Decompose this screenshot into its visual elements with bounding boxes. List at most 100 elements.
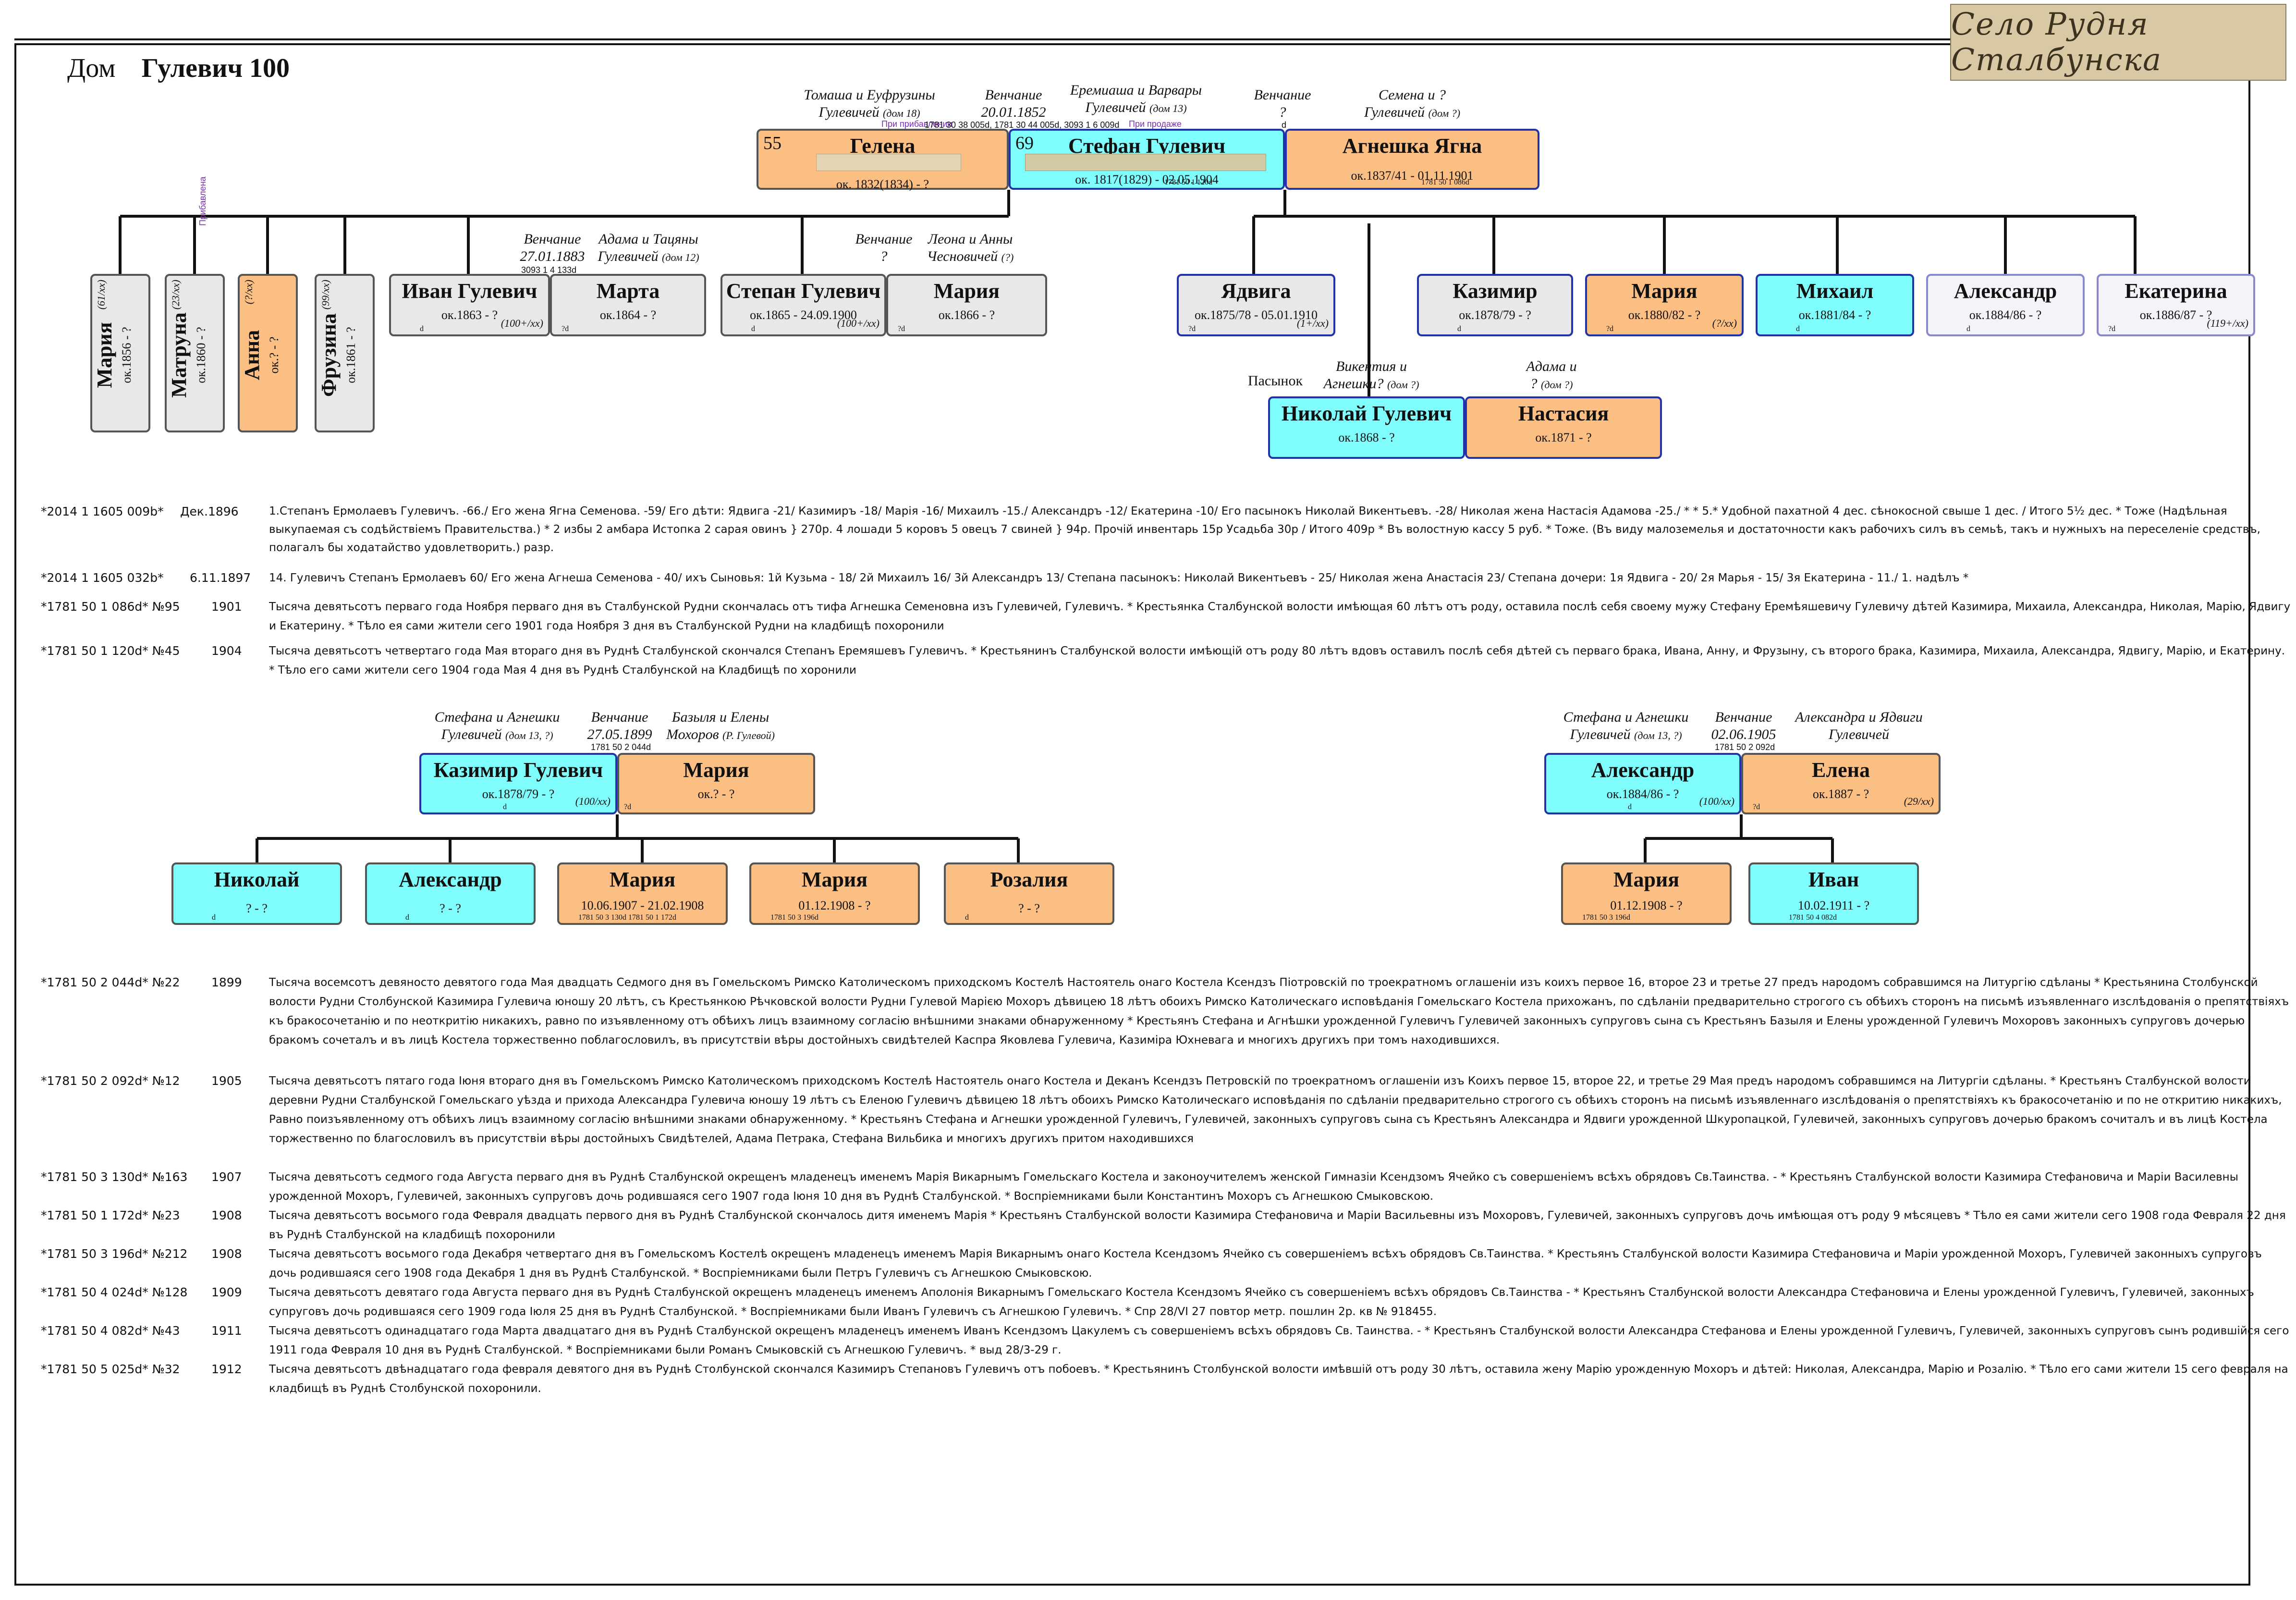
- caption-line: ?: [1530, 376, 1538, 392]
- person-stepan[interactable]: Степан Гулевич ок.1865 - 24.09.1900 (100…: [721, 274, 886, 336]
- person-ref: 1781 50 3 196d: [1582, 913, 1630, 922]
- person-k-rozaliya[interactable]: Розалия ? - ? d: [944, 862, 1114, 925]
- person-anna[interactable]: Анна ок.? - ? (?/xx): [238, 274, 298, 432]
- person-mariya-1866[interactable]: Мария ок.1866 - ? ?d: [886, 274, 1047, 336]
- person-dates: ок.1878/79 - ?: [1459, 308, 1531, 322]
- person-k-nikolay[interactable]: Николай ? - ? d: [171, 862, 342, 925]
- record-year: 1912: [211, 1362, 242, 1376]
- person-nastasia[interactable]: Настасия ок.1871 - ?: [1465, 396, 1662, 459]
- person-aleksandr[interactable]: Александр ок.1884/86 - ? d: [1926, 274, 2085, 336]
- record-code: *1781 50 2 044d* №22: [41, 975, 180, 989]
- record-year: 1909: [211, 1285, 242, 1299]
- person-dates: ок.1856 - ?: [120, 327, 134, 383]
- person-dates: ? - ?: [246, 901, 268, 915]
- caption-line: Гулевичей: [441, 726, 502, 742]
- person-dates: ? - ?: [1018, 901, 1040, 915]
- person-name: Розалия: [990, 868, 1068, 891]
- person-a-mariya[interactable]: Мария 01.12.1908 - ? 1781 50 3 196d: [1561, 862, 1732, 925]
- caption-date: 27.05.1899: [587, 726, 652, 742]
- person-dates: ок.1868 - ?: [1338, 431, 1395, 444]
- caption-ref: (дом 13, ?): [505, 729, 553, 741]
- caption-nastasia-parents: Адама и ? (дом ?): [1503, 358, 1600, 394]
- person-ref: d: [405, 913, 409, 922]
- person-ivan[interactable]: Иван Гулевич ок.1863 - ? (100+/xx) d: [389, 274, 550, 336]
- record-year: 1908: [211, 1247, 242, 1261]
- caption-line: Гулевичей (дом 12): [586, 248, 711, 266]
- person-name: Иван Гулевич: [402, 279, 537, 303]
- person-dates: ок.1866 - ?: [938, 308, 995, 322]
- person-ref: ?d: [624, 803, 632, 811]
- person-yadviga[interactable]: Ядвига ок.1875/78 - 05.01.1910 (1+/xx) ?…: [1177, 274, 1335, 336]
- person-ref: d: [1796, 325, 1800, 333]
- record-text: 14. Гулевичъ Степанъ Ермолаевъ 60/ Его ж…: [269, 572, 1969, 584]
- caption-ref: 1781 50 2 044d: [591, 742, 651, 752]
- caption-line: Гулевичей: [1828, 726, 1890, 742]
- person-ref: d: [1966, 325, 1970, 333]
- caption-aleksandr-wedding: Венчание 02.06.1905: [1691, 709, 1796, 743]
- record-code: *1781 50 3 196d* №212: [41, 1247, 188, 1261]
- person-stefan[interactable]: 69 Стефан Гулевич ок. 1817(1829) - 02.05…: [1009, 129, 1285, 190]
- person-aleksandr-gulevich[interactable]: Александр ок.1884/86 - ? (100/xx) d: [1544, 753, 1741, 814]
- caption-ref: 3093 1 4 133d: [521, 265, 577, 275]
- record-row: *1781 50 5 025d* №32 1912 Тысяча девятьс…: [41, 1360, 2288, 1398]
- person-k-mariya-1908[interactable]: Мария 01.12.1908 - ? 1781 50 3 196d: [749, 862, 920, 925]
- caption-mariya-k-parents: Базыля и Елены Мохоров (Р. Гулевой): [653, 709, 788, 744]
- person-dates: ок.1861 - ?: [344, 327, 358, 383]
- caption-line: Мохоров (Р. Гулевой): [653, 726, 788, 744]
- caption-elena-parents: Александра и Ядвиги Гулевичей: [1782, 709, 1936, 743]
- record-text: Тысяча восемсотъ девяносто девятого года…: [269, 976, 2289, 1046]
- person-mariya-1856[interactable]: Мария ок.1856 - ? (61/xx): [90, 274, 150, 432]
- record-row: *1781 50 3 130d* №163 1907 Тысяча девять…: [41, 1168, 2255, 1206]
- caption-line: Мохоров: [666, 726, 719, 742]
- record-code: *1781 50 4 082d* №43: [41, 1324, 180, 1338]
- caption-line: Гулевичей: [1085, 99, 1146, 115]
- person-age: (100/xx): [1699, 795, 1734, 807]
- person-agneshka[interactable]: Агнешка Ягна ок.1837/41 - 01.11.1901 178…: [1285, 129, 1539, 190]
- person-dates: ок. 1832(1834) - ?: [836, 177, 929, 191]
- person-mikhail[interactable]: Михаил ок.1881/84 - ? d: [1756, 274, 1914, 336]
- person-dates: 10.06.1907 - 21.02.1908: [581, 898, 704, 912]
- caption-wedding-1: Венчание 20.01.1852: [961, 86, 1066, 121]
- person-dates: ок.1887 - ?: [1812, 787, 1869, 801]
- caption-line: Гулевичей (дом 18): [797, 104, 941, 122]
- person-mariya-mokhor[interactable]: Мария ок.? - ? ?d: [617, 753, 815, 814]
- person-dates: 01.12.1908 - ?: [1610, 898, 1683, 912]
- person-mariya-1880[interactable]: Мария ок.1880/82 - ? (?/xx) ?d: [1585, 274, 1744, 336]
- person-elena[interactable]: Елена ок.1887 - ? (29/xx) ?d: [1741, 753, 1941, 814]
- caption-ref: (дом ?): [1541, 379, 1573, 391]
- record-code: *1781 50 2 092d* №12: [41, 1074, 180, 1088]
- person-name: Казимир Гулевич: [433, 758, 603, 782]
- person-ref: d: [751, 325, 755, 333]
- record-row: *1781 50 1 086d* №95 1901 Тысяча девятьс…: [41, 597, 2290, 636]
- person-matruna[interactable]: Матруна ок.1860 - ? (23/xx): [165, 274, 225, 432]
- caption-line: Гулевичей (дом 13, ?): [423, 726, 572, 744]
- signature-image: [816, 154, 961, 171]
- person-name: Мария: [683, 758, 749, 782]
- person-kazimir-gulevich[interactable]: Казимир Гулевич ок.1878/79 - ? (100/xx) …: [419, 753, 617, 814]
- person-fruzina[interactable]: Фрузина ок.1861 - ? (99/xx): [315, 274, 375, 432]
- person-name: Михаил: [1796, 279, 1874, 303]
- person-inner: Фрузина ок.1861 - ? (99/xx): [317, 276, 377, 434]
- person-ref: ?d: [2108, 325, 2116, 333]
- person-nikolay[interactable]: Николай Гулевич ок.1868 - ?: [1268, 396, 1465, 459]
- person-a-ivan[interactable]: Иван 10.02.1911 - ? 1781 50 4 082d: [1748, 862, 1919, 925]
- caption-aleksandr-parents: Стефана и Агнешки Гулевичей (дом 13, ?): [1551, 709, 1700, 744]
- person-dates: 10.02.1911 - ?: [1797, 898, 1870, 912]
- person-k-mariya-1907[interactable]: Мария 10.06.1907 - 21.02.1908 1781 50 3 …: [557, 862, 728, 925]
- caption-line: Венчание: [985, 87, 1042, 103]
- person-dates: ок.1881/84 - ?: [1798, 308, 1871, 322]
- person-k-aleksandr[interactable]: Александр ? - ? d: [365, 862, 536, 925]
- caption-gelena-parents: Томаша и Еуфрузины Гулевичей (дом 18): [797, 86, 941, 122]
- person-age: (100+/xx): [501, 317, 543, 329]
- person-age: (100/xx): [575, 795, 611, 807]
- person-name: Николай Гулевич: [1281, 402, 1452, 425]
- person-kazimir[interactable]: Казимир ок.1878/79 - ? d: [1417, 274, 1573, 336]
- person-marta[interactable]: Марта ок.1864 - ? ?d: [550, 274, 706, 336]
- person-dates: ок.1884/86 - ?: [1969, 308, 2042, 322]
- person-ekaterina[interactable]: Екатерина ок.1886/87 - ? (119+/xx) ?d: [2097, 274, 2255, 336]
- person-age: (99/xx): [319, 280, 331, 310]
- person-dates: ок.1863 - ?: [441, 308, 498, 322]
- person-gelena[interactable]: 55 Гелена ок. 1832(1834) - ?: [757, 129, 1009, 191]
- record-code: *1781 50 1 086d* №95: [41, 600, 180, 614]
